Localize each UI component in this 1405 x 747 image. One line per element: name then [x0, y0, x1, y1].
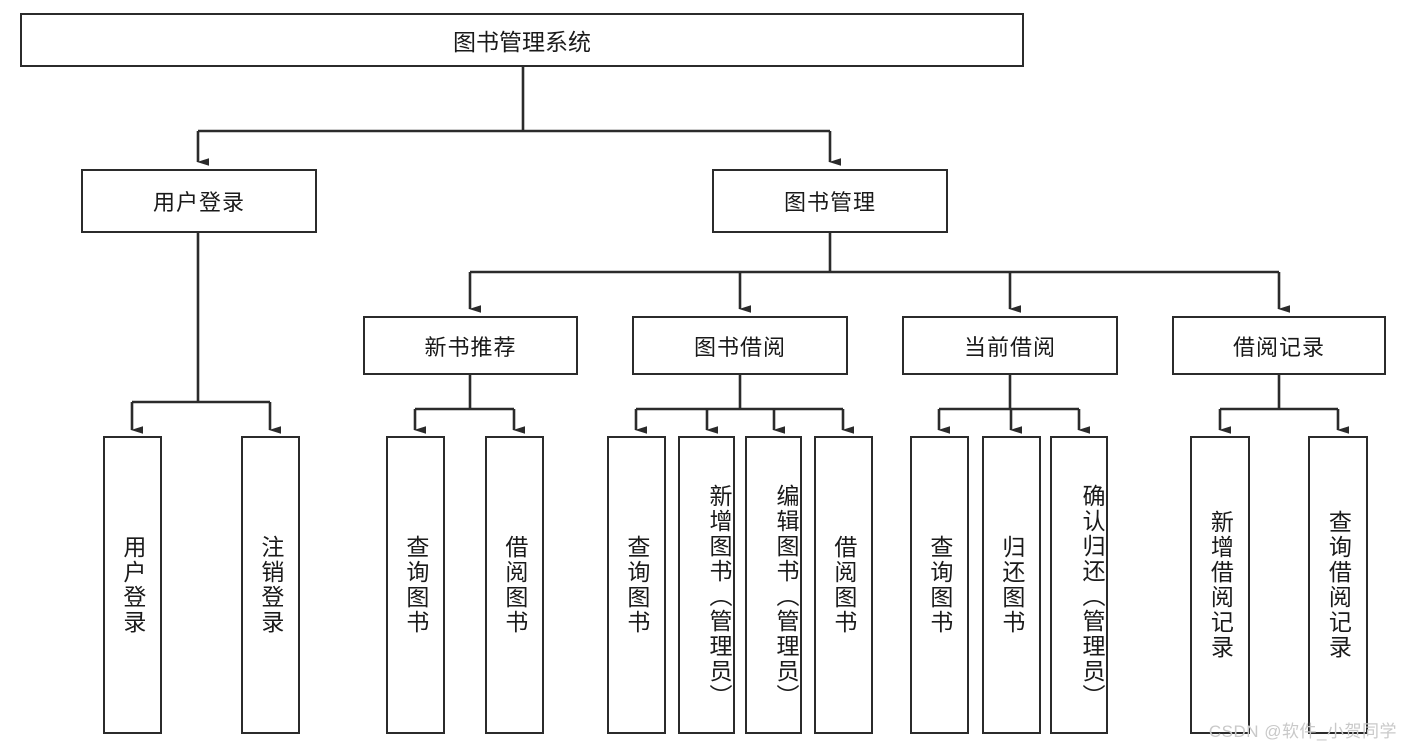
node-user-login[interactable]: 用户登录	[81, 169, 317, 233]
node-user-login-label: 用户登录	[152, 190, 245, 215]
leaf-query-record-label: 查询借阅记录	[1325, 510, 1352, 660]
leaf-confirm-return[interactable]: 确认归还（管理员）	[1050, 436, 1108, 734]
node-borrow-record-label: 借阅记录	[1232, 334, 1325, 360]
node-book-borrow[interactable]: 图书借阅	[632, 316, 848, 375]
leaf-add-record-label: 新增借阅记录	[1207, 510, 1234, 660]
leaf-confirm-return-label: 确认归还（管理员）	[1079, 483, 1105, 709]
node-current-borrow-label: 当前借阅	[963, 334, 1056, 360]
leaf-add-book[interactable]: 新增图书（管理员）	[678, 436, 735, 734]
leaf-borrow-book-2-label: 借阅图书	[830, 535, 857, 635]
node-new-book-recommend-label: 新书推荐	[424, 334, 517, 360]
leaf-query-book-2[interactable]: 查询图书	[607, 436, 666, 734]
leaf-query-record[interactable]: 查询借阅记录	[1308, 436, 1368, 734]
leaf-query-book-3[interactable]: 查询图书	[910, 436, 969, 734]
leaf-query-book-3-label: 查询图书	[926, 535, 953, 635]
leaf-borrow-book-2[interactable]: 借阅图书	[814, 436, 873, 734]
leaf-edit-book[interactable]: 编辑图书（管理员）	[745, 436, 802, 734]
node-root[interactable]: 图书管理系统	[20, 13, 1024, 67]
leaf-return-book-label: 归还图书	[998, 535, 1025, 635]
leaf-add-book-label: 新增图书（管理员）	[706, 483, 732, 709]
leaf-user-login-label: 用户登录	[119, 535, 146, 635]
leaf-query-book-1[interactable]: 查询图书	[386, 436, 445, 734]
leaf-query-book-2-label: 查询图书	[623, 535, 650, 635]
node-new-book-recommend[interactable]: 新书推荐	[363, 316, 578, 375]
node-book-manage[interactable]: 图书管理	[712, 169, 948, 233]
node-root-label: 图书管理系统	[453, 29, 591, 55]
leaf-logout[interactable]: 注销登录	[241, 436, 300, 734]
leaf-edit-book-label: 编辑图书（管理员）	[773, 483, 799, 709]
leaf-return-book[interactable]: 归还图书	[982, 436, 1041, 734]
leaf-borrow-book-1[interactable]: 借阅图书	[485, 436, 544, 734]
leaf-add-record[interactable]: 新增借阅记录	[1190, 436, 1250, 734]
leaf-query-book-1-label: 查询图书	[402, 535, 429, 635]
node-borrow-record[interactable]: 借阅记录	[1172, 316, 1386, 375]
leaf-logout-label: 注销登录	[257, 535, 284, 635]
leaf-user-login[interactable]: 用户登录	[103, 436, 162, 734]
node-book-borrow-label: 图书借阅	[693, 334, 786, 360]
node-current-borrow[interactable]: 当前借阅	[902, 316, 1118, 375]
watermark: CSDN @软件_小贺同学	[1208, 722, 1397, 741]
leaf-borrow-book-1-label: 借阅图书	[501, 535, 528, 635]
node-book-manage-label: 图书管理	[783, 190, 876, 215]
